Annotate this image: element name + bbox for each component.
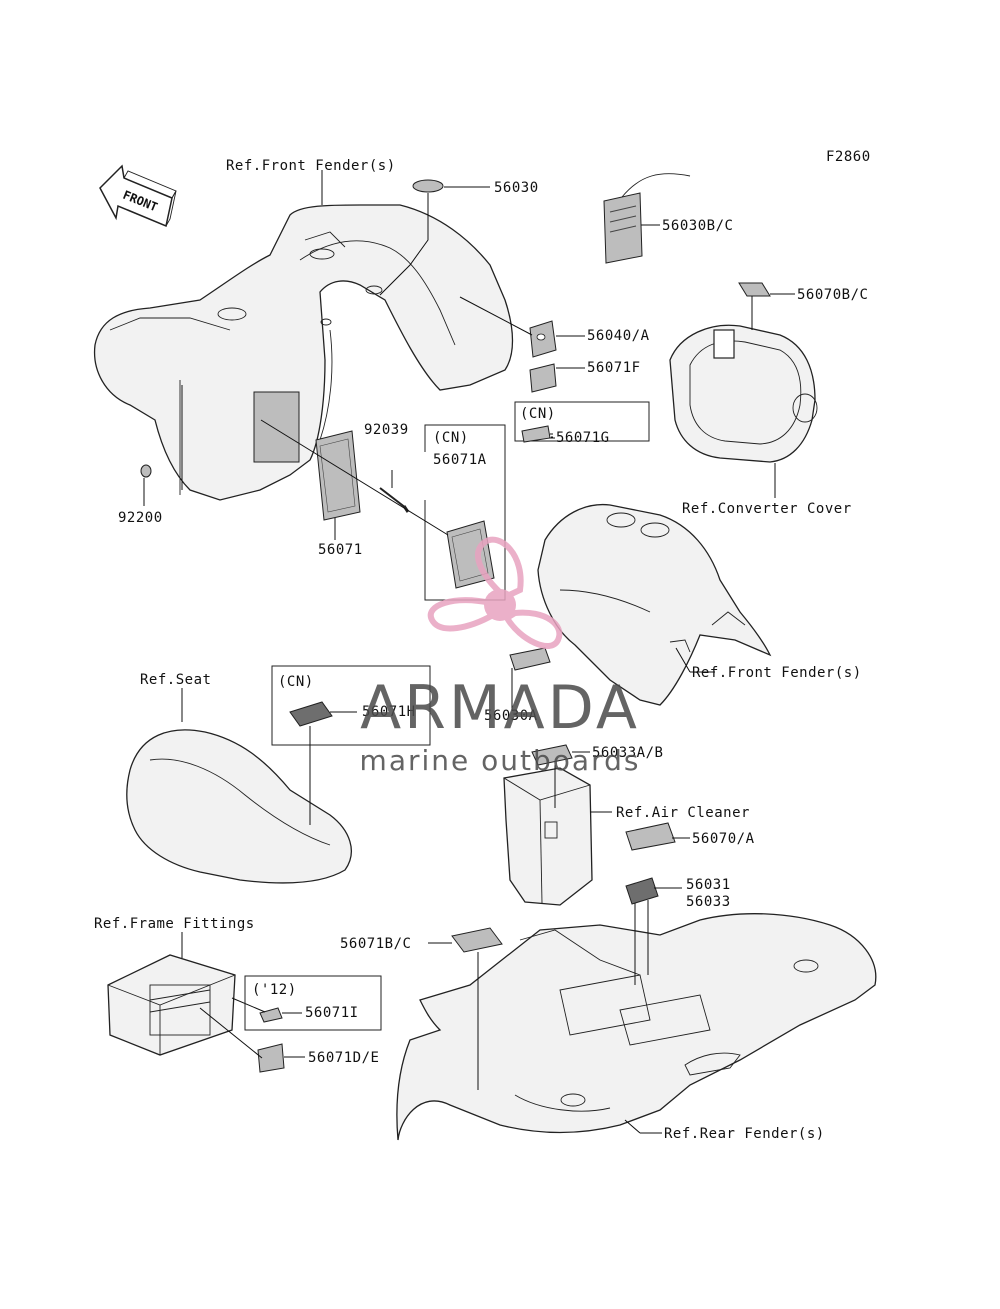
- decal-56071: [315, 430, 361, 521]
- group-box-cn-56071h: [271, 665, 431, 746]
- part-56071bc-label: 56071B/C: [340, 936, 411, 952]
- front-fender-drawing: [93, 204, 514, 501]
- ref-seat-label: Ref.Seat: [140, 672, 211, 688]
- decal-56031: [625, 877, 659, 905]
- figure-code: F2860: [826, 149, 871, 165]
- tag-cn-56071g: (CN): [520, 406, 556, 422]
- decal-56071i: [259, 1007, 283, 1023]
- decal-56033ab: [531, 744, 573, 766]
- part-56040a-label: 56040/A: [587, 328, 650, 344]
- part-56030a-label: 56030A: [484, 708, 538, 724]
- group-box-cn-56071a: [424, 424, 506, 601]
- tag-y12-56071i: ('12): [252, 982, 297, 998]
- part-56071g-label: 56071G: [556, 430, 610, 446]
- part-56071de-label: 56071D/E: [308, 1050, 379, 1066]
- decal-56071f: [529, 363, 557, 393]
- armada-watermark: ARMADA marine outboards: [360, 536, 641, 777]
- part-56071h-label: 56071H: [362, 704, 416, 720]
- part-56030bc-label: 56030B/C: [662, 218, 733, 234]
- rear-fender-drawing: [396, 913, 877, 1141]
- part-56071i-label: 56071I: [305, 1005, 359, 1021]
- seat-drawing: [126, 729, 352, 884]
- part-56071-label: 56071: [318, 542, 363, 558]
- part-56031-label: 56031: [686, 877, 731, 893]
- decal-56071g: [521, 425, 551, 443]
- grommet-56030: [412, 179, 444, 193]
- part-92200-label: 92200: [118, 510, 163, 526]
- part-56033-label: 56033: [686, 894, 731, 910]
- ref-frame-fittings-label: Ref.Frame Fittings: [94, 916, 255, 932]
- leader-lines: [143, 170, 795, 1134]
- ref-rear-fender-label: Ref.Rear Fender(s): [664, 1126, 825, 1142]
- decal-56071h: [289, 701, 333, 727]
- watermark-brand: ARMADA: [360, 673, 640, 743]
- frame-fittings-drawing: [107, 954, 236, 1056]
- part-92039-label: 92039: [364, 422, 409, 438]
- decal-56071de: [257, 1043, 285, 1073]
- decal-56070a: [625, 822, 676, 851]
- tag-cn-56071h: (CN): [278, 674, 314, 690]
- grommet-92200: [140, 464, 152, 478]
- air-cleaner-drawing: [503, 767, 593, 906]
- propeller-logo-icon: [427, 536, 563, 649]
- front-fender-right-drawing: [509, 503, 772, 706]
- tag-cn-56071a: (CN): [433, 430, 469, 446]
- part-56070bc-label: 56070B/C: [797, 287, 868, 303]
- decal-56030a: [509, 647, 551, 671]
- part-56071f-label: 56071F: [587, 360, 641, 376]
- ref-front-fender-right-label: Ref.Front Fender(s): [692, 665, 862, 681]
- part-56030-label: 56030: [494, 180, 539, 196]
- converter-cover-drawing: [669, 324, 818, 463]
- decal-56070bc: [738, 282, 771, 297]
- tag-56030bc: [603, 173, 691, 264]
- decal-56071bc: [451, 927, 503, 953]
- ref-converter-cover-label: Ref.Converter Cover: [682, 501, 852, 517]
- watermark-tagline: marine outboards: [360, 744, 641, 777]
- part-56071a-label: 56071A: [433, 452, 487, 468]
- ref-front-fender-top-label: Ref.Front Fender(s): [226, 158, 396, 174]
- part-56070a-label: 56070/A: [692, 831, 755, 847]
- part-56033ab-label: 56033A/B: [592, 745, 663, 761]
- front-arrow-icon: FRONT: [99, 164, 177, 228]
- group-box-cn-56071g: [514, 401, 650, 442]
- ref-air-cleaner-label: Ref.Air Cleaner: [616, 805, 750, 821]
